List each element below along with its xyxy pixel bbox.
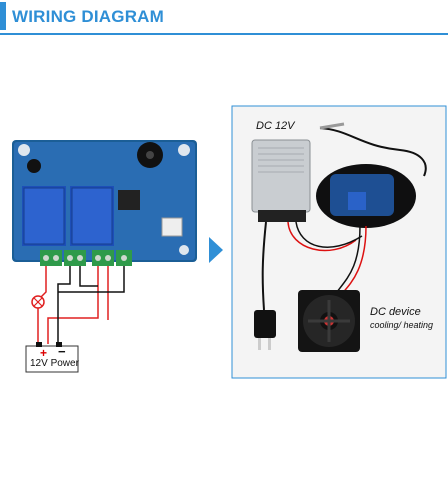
positive-terminal-label: +	[40, 346, 48, 360]
plug-icon	[254, 310, 276, 350]
lamp-icon	[31, 295, 45, 309]
dc-device-sublabel: cooling/ heating	[370, 320, 434, 330]
dc-12v-label: DC 12V	[256, 120, 295, 132]
fan-icon	[298, 290, 360, 352]
header-accent-bar	[0, 2, 6, 30]
dc-device-label: DC device	[370, 306, 421, 318]
power-box	[25, 342, 79, 373]
header: WIRING DIAGRAM	[0, 0, 448, 35]
negative-terminal-label: −	[58, 344, 66, 359]
arrow-right-icon	[209, 237, 223, 263]
relay-board-icon	[12, 140, 197, 266]
probe-icon	[319, 127, 427, 177]
controller-icon	[316, 164, 416, 228]
power-supply-icon	[251, 139, 311, 222]
page-title: WIRING DIAGRAM	[12, 7, 165, 26]
wiring-photo	[231, 105, 447, 379]
header-divider	[0, 33, 448, 35]
power-label: 12V Power	[30, 358, 79, 369]
wires	[37, 266, 125, 344]
